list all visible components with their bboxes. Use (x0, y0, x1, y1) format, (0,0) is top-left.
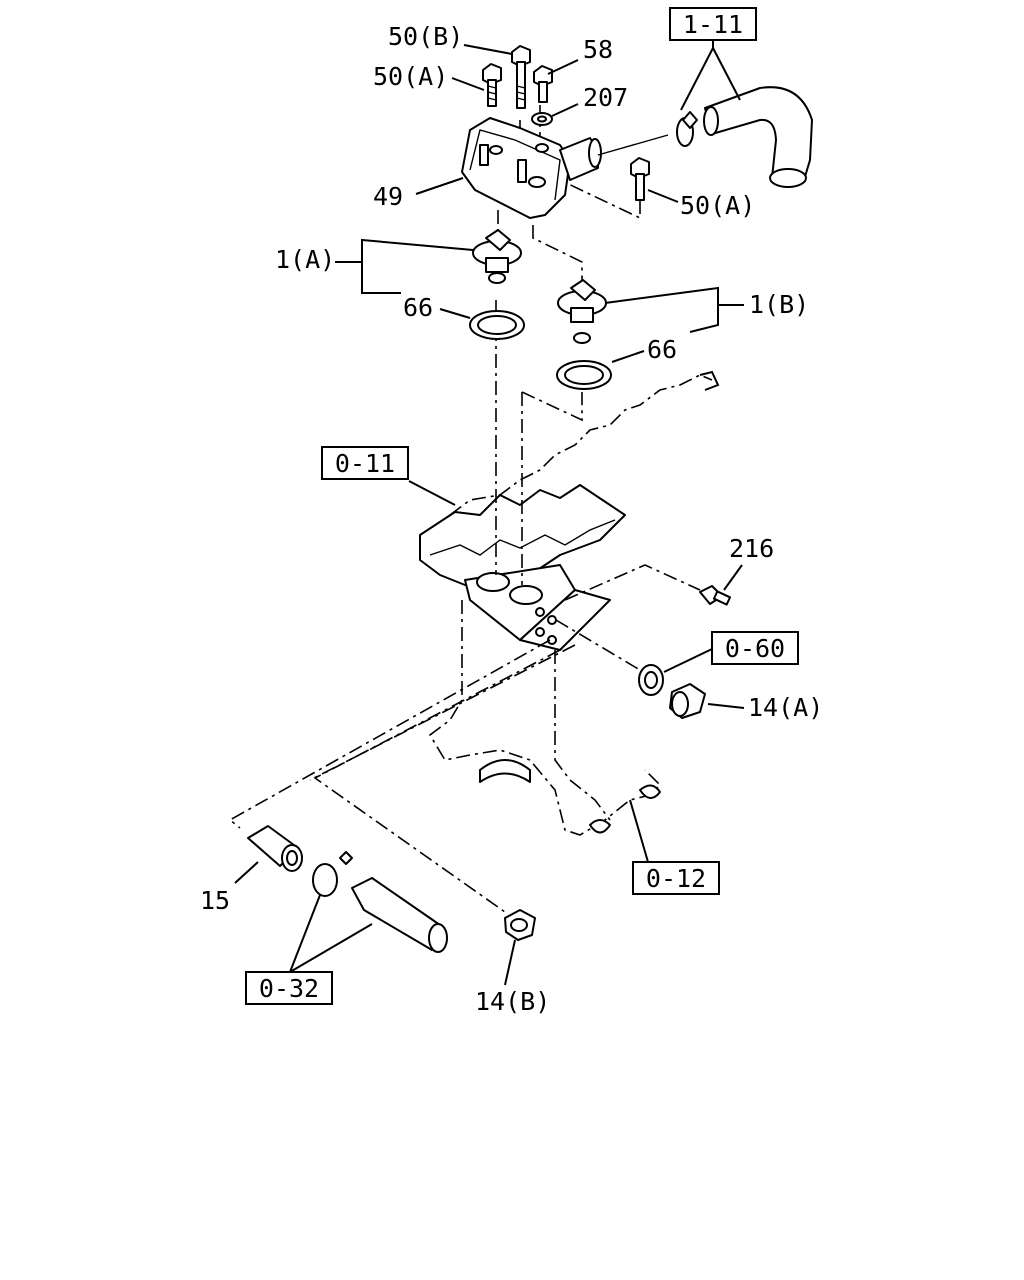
assembly-lines (228, 105, 641, 913)
gasket-66-left (469, 310, 525, 340)
ref-box-0-32: 0-32 (245, 971, 333, 1005)
ref-box-0-11: 0-11 (321, 446, 409, 480)
label-66-left: 66 (403, 293, 433, 322)
ref-box-0-12: 0-12 (632, 861, 720, 895)
label-207: 207 (583, 83, 628, 112)
label-58: 58 (583, 35, 613, 64)
label-49: 49 (373, 182, 403, 211)
label-14b: 14(B) (475, 987, 550, 1016)
part-labels: 50(B) 58 50(A) 207 49 50(A) 1(A) 66 1(B)… (200, 22, 823, 1016)
ref-1-11-text: 1-11 (683, 10, 743, 39)
label-216: 216 (729, 534, 774, 563)
ref-0-12-text: 0-12 (646, 864, 706, 893)
ref-0-60-text: 0-60 (725, 634, 785, 663)
plug-14b (504, 909, 536, 941)
radiator-hose-upper (703, 86, 813, 188)
thermostat-1a (472, 229, 522, 284)
ref-box-0-60: 0-60 (711, 631, 799, 665)
hose-clamp-upper (676, 111, 698, 147)
sensor-216 (699, 585, 732, 606)
hose-clamp-lower (312, 851, 353, 897)
label-1b: 1(B) (749, 290, 809, 319)
bolt-50a-right (630, 157, 650, 201)
ref-box-1-11: 1-11 (669, 7, 757, 41)
label-15: 15 (200, 886, 230, 915)
pipe-15 (247, 825, 303, 872)
label-66-right: 66 (647, 335, 677, 364)
bolt-58 (533, 65, 553, 103)
gasket-66-right (556, 360, 612, 390)
radiator-hose-lower (351, 877, 448, 953)
label-1a: 1(A) (275, 245, 335, 274)
engine-block (419, 370, 720, 836)
bolt-50b (511, 45, 531, 109)
bolt-50a-top (482, 63, 502, 107)
thermostat-1b (557, 279, 607, 344)
plug-14a (669, 683, 706, 719)
label-50a-right: 50(A) (680, 191, 755, 220)
thermostat-housing-49 (461, 117, 602, 219)
label-50b: 50(B) (388, 22, 463, 51)
label-50a-top: 50(A) (373, 62, 448, 91)
gasket-0-60 (638, 664, 664, 696)
washer-207 (531, 112, 553, 126)
label-14a: 14(A) (748, 693, 823, 722)
hose-connector-line (597, 134, 669, 156)
ref-0-11-text: 0-11 (335, 449, 395, 478)
ref-0-32-text: 0-32 (259, 974, 319, 1003)
leader-lines (234, 39, 745, 986)
